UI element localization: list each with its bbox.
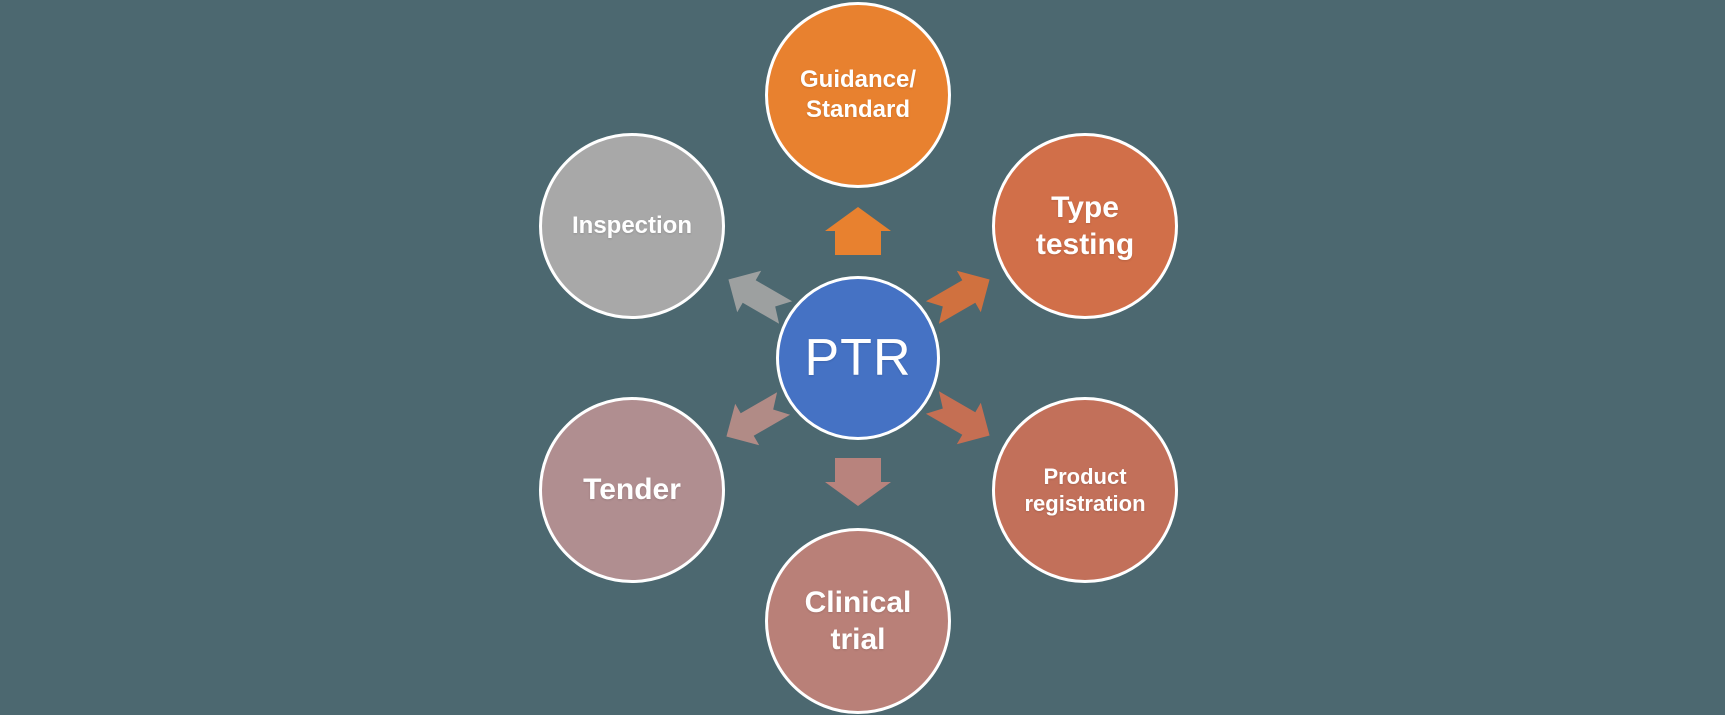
node-tender-label: Tender xyxy=(583,473,681,507)
node-clinical-trial-label: Clinical trial xyxy=(804,585,912,657)
arrow-upper-right-icon xyxy=(925,270,990,324)
arrow-down-icon xyxy=(825,458,891,506)
node-ptr-center: PTR xyxy=(776,276,940,440)
node-product-registration: Product registration xyxy=(992,397,1178,583)
node-guidance-standard: Guidance/ Standard xyxy=(765,2,951,188)
arrow-upper-left-icon xyxy=(728,270,793,324)
node-inspection: Inspection xyxy=(539,133,725,319)
node-product-registration-label: Product registration xyxy=(1024,463,1146,517)
node-ptr-center-label: PTR xyxy=(804,329,912,387)
node-tender: Tender xyxy=(539,397,725,583)
arrow-lower-right-icon xyxy=(925,391,990,445)
node-inspection-label: Inspection xyxy=(571,212,692,239)
node-clinical-trial: Clinical trial xyxy=(765,528,951,714)
node-type-testing: Type testing xyxy=(992,133,1178,319)
node-type-testing-label: Type testing xyxy=(1035,190,1135,262)
node-guidance-standard-label: Guidance/ Standard xyxy=(799,66,917,123)
arrow-lower-left-icon xyxy=(726,392,791,446)
arrow-up-icon xyxy=(825,207,891,255)
